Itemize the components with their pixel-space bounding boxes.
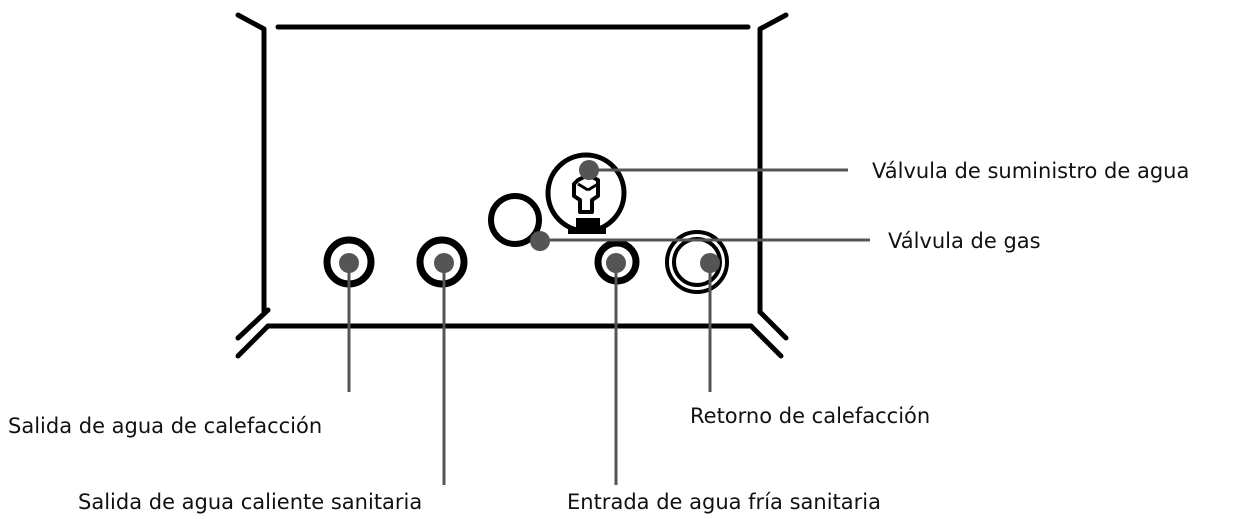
dot-retorno-calefaccion (700, 253, 720, 273)
heating-return-ring-outer (665, 230, 729, 294)
dot-valvula-gas (530, 231, 550, 251)
water-supply-valve-icon (545, 152, 627, 234)
gas-connection-ring (488, 193, 542, 247)
outline-left-top-corner (235, 12, 267, 315)
connection-dots (339, 160, 720, 273)
label-valvula-agua: Válvula de suministro de agua (872, 159, 1189, 183)
dhw-outlet-ring (416, 236, 468, 288)
dot-valvula-agua (579, 160, 599, 180)
dot-entrada-afs (606, 253, 626, 273)
outline-left-bottom-corner-outer (235, 307, 271, 341)
label-salida-calefaccion: Salida de agua de calefacción (8, 414, 322, 438)
label-salida-acs: Salida de agua caliente sanitaria (78, 490, 422, 514)
leader-lines (347, 168, 870, 485)
dot-salida-acs (434, 253, 454, 273)
outline-right-bottom-corner-outer (757, 309, 789, 341)
outline-left-bottom-corner-inner (235, 323, 271, 359)
label-valvula-gas: Válvula de gas (888, 229, 1041, 253)
label-retorno-calefaccion: Retorno de calefacción (690, 404, 930, 428)
dot-salida-calefaccion (339, 253, 359, 273)
outline-right-bottom-corner-inner (748, 323, 784, 359)
outline-right-top-corner (757, 12, 789, 315)
label-entrada-afs: Entrada de agua fría sanitaria (567, 490, 881, 514)
boiler-outline (235, 12, 789, 359)
